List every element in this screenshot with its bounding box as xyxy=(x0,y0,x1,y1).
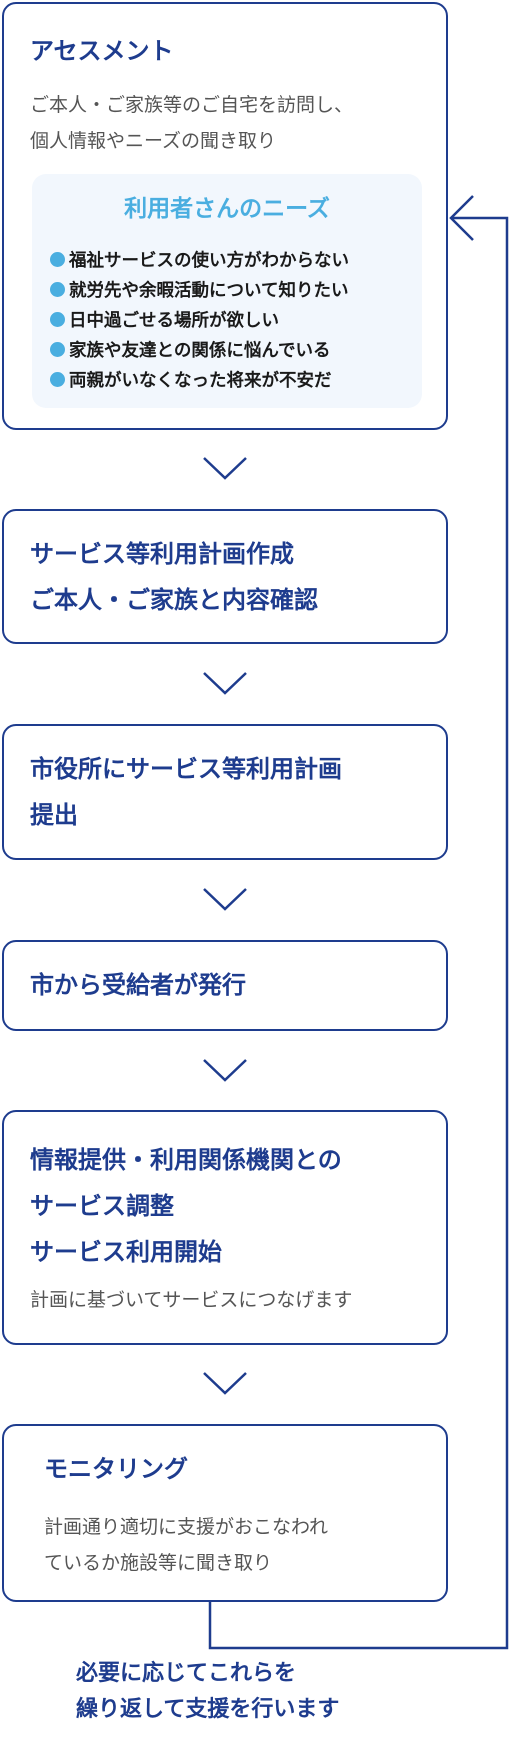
bullet-dot-icon xyxy=(50,371,65,387)
needs-panel: 利用者さんのニーズ 福祉サービスの使い方がわからない 就労先や余暇活動について知… xyxy=(32,174,422,408)
step-submit-title: 市役所にサービス等利用計画 提出 xyxy=(30,755,342,829)
step-monitoring-description: 計画通り適切に支援がおこなわれ ているか施設等に聞き取り xyxy=(44,1516,329,1574)
chevron-down-icon xyxy=(203,1059,247,1082)
needs-list: 福祉サービスの使い方がわからない 就労先や余暇活動について知りたい 日中過ごせる… xyxy=(50,244,349,394)
arrow-left-icon xyxy=(449,195,474,241)
step-monitoring-title: モニタリング xyxy=(44,1455,188,1483)
chevron-down-icon xyxy=(203,888,247,911)
step-assessment-title: アセスメント xyxy=(30,37,174,65)
step-assessment: アセスメント ご本人・ご家族等のご自宅を訪問し、 個人情報やニーズの聞き取り 利… xyxy=(2,2,448,430)
step-service-start-title: 情報提供・利用関係機関との サービス調整 サービス利用開始 xyxy=(30,1146,342,1266)
list-item: 就労先や余暇活動について知りたい xyxy=(50,274,349,304)
list-item: 両親がいなくなった将来が不安だ xyxy=(50,364,349,394)
bullet-dot-icon xyxy=(50,251,65,267)
step-plan-title: サービス等利用計画作成 ご本人・ご家族と内容確認 xyxy=(30,540,318,614)
bullet-dot-icon xyxy=(50,281,65,297)
chevron-down-icon xyxy=(203,1372,247,1395)
list-item: 日中過ごせる場所が欲しい xyxy=(50,304,349,334)
bullet-dot-icon xyxy=(50,341,65,357)
step-certificate: 市から受給者が発行 xyxy=(2,940,448,1031)
chevron-down-icon xyxy=(203,672,247,695)
bullet-dot-icon xyxy=(50,311,65,327)
loop-caption: 必要に応じてこれらを 繰り返して支援を行います xyxy=(76,1661,340,1722)
needs-title: 利用者さんのニーズ xyxy=(124,196,330,222)
step-service-start: 情報提供・利用関係機関との サービス調整 サービス利用開始 計画に基づいてサービ… xyxy=(2,1110,448,1345)
step-submit: 市役所にサービス等利用計画 提出 xyxy=(2,724,448,860)
step-plan: サービス等利用計画作成 ご本人・ご家族と内容確認 xyxy=(2,509,448,644)
step-service-start-description: 計画に基づいてサービスにつなげます xyxy=(30,1289,353,1311)
step-monitoring: モニタリング 計画通り適切に支援がおこなわれ ているか施設等に聞き取り xyxy=(2,1424,448,1602)
list-item: 福祉サービスの使い方がわからない xyxy=(50,244,349,274)
chevron-down-icon xyxy=(203,457,247,480)
list-item: 家族や友達との関係に悩んでいる xyxy=(50,334,349,364)
step-assessment-description: ご本人・ご家族等のご自宅を訪問し、 個人情報やニーズの聞き取り xyxy=(30,94,354,152)
step-certificate-title: 市から受給者が発行 xyxy=(30,971,246,999)
